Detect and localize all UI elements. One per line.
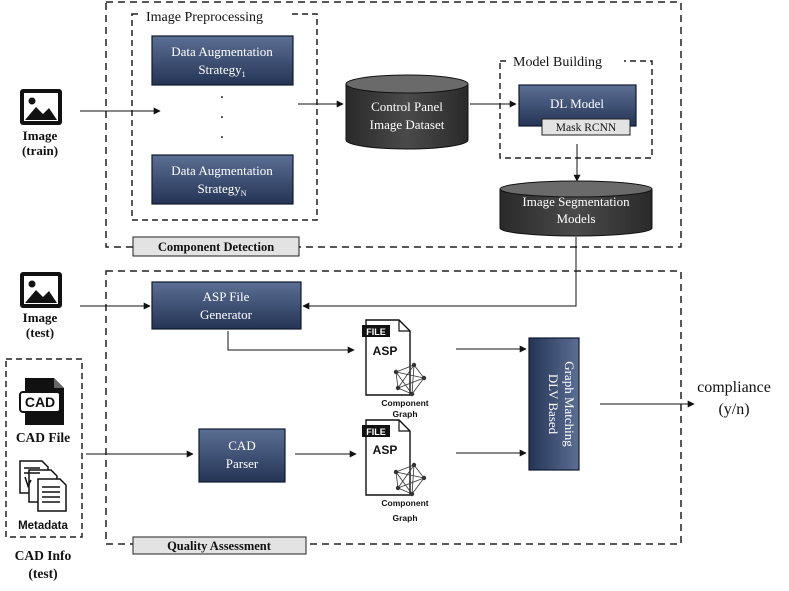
cad-info-title-2: (test) bbox=[28, 566, 57, 581]
strategy-n-line1: Data Augmentation bbox=[171, 163, 273, 178]
image-preprocessing-title: Image Preprocessing bbox=[146, 10, 263, 25]
dl-model-label: DL Model bbox=[550, 96, 604, 111]
cad-file-icon-text: CAD bbox=[25, 394, 55, 410]
asp-generator-line2: Generator bbox=[200, 307, 253, 322]
image-train-label-1: Image bbox=[23, 128, 58, 143]
dots-3: . bbox=[220, 125, 224, 142]
asp-file-top-caption-1: Component bbox=[381, 398, 428, 408]
data-augmentation-strategy-n-box: Data Augmentation StrategyN bbox=[151, 154, 294, 205]
data-augmentation-strategy-1-box: Data Augmentation Strategy1 bbox=[151, 35, 294, 86]
mask-rcnn-label: Mask RCNN bbox=[556, 122, 617, 134]
cad-info-region bbox=[5, 358, 83, 538]
cad-parser-line2: Parser bbox=[226, 456, 259, 471]
image-test-label-2: (test) bbox=[26, 325, 54, 340]
component-graph-icon-top bbox=[393, 362, 427, 397]
cad-info-title-1: CAD Info bbox=[15, 548, 72, 563]
cad-parser-line1: CAD bbox=[228, 438, 255, 453]
component-detection-region bbox=[105, 1, 682, 248]
strategy-n-subscript: N bbox=[241, 189, 247, 198]
image-train-icon bbox=[20, 89, 62, 125]
segmentation-line2: Models bbox=[557, 211, 596, 226]
component-detection-tab bbox=[132, 236, 300, 257]
component-graph-icon-bottom bbox=[393, 462, 427, 497]
dataset-line1: Control Panel bbox=[371, 99, 443, 114]
dots-2: . bbox=[220, 105, 224, 122]
dlv-line1: DLV Based bbox=[546, 374, 561, 435]
mask-rcnn-tag: Mask RCNN bbox=[541, 118, 631, 136]
asp-file-generator-box: ASP File Generator bbox=[151, 281, 302, 330]
image-test-icon bbox=[20, 272, 62, 308]
metadata-label: Metadata bbox=[18, 520, 68, 532]
cad-file-label: CAD File bbox=[16, 430, 70, 445]
dots-1: . bbox=[220, 85, 224, 102]
cad-file-icon: CAD bbox=[19, 378, 64, 425]
metadata-icon bbox=[19, 460, 67, 512]
asp-file-bottom-caption-1: Component bbox=[381, 498, 428, 508]
arrow-asp-generator-to-asp-file bbox=[227, 331, 355, 354]
dataset-line2: Image Dataset bbox=[370, 117, 445, 132]
strategy-1-subscript: 1 bbox=[242, 70, 246, 79]
arrow-segmentation-to-asp-generator bbox=[302, 237, 577, 310]
svg-text:Strategy1: Strategy1 bbox=[198, 62, 245, 79]
asp-generator-line1: ASP File bbox=[203, 289, 250, 304]
asp-file-bottom-name: ASP bbox=[373, 443, 398, 457]
quality-assessment-region bbox=[105, 270, 682, 545]
dlv-line2: Graph Matching bbox=[562, 361, 577, 447]
asp-file-top-caption-2: Graph bbox=[392, 409, 417, 419]
asp-file-icon-bottom: FILE ASP bbox=[362, 419, 411, 496]
model-building-title: Model Building bbox=[513, 55, 602, 70]
compliance-label-2: (y/n) bbox=[718, 401, 749, 418]
segmentation-line1: Image Segmentation bbox=[522, 194, 630, 209]
strategy-1-line1: Data Augmentation bbox=[171, 44, 273, 59]
asp-file-icon-top: FILE ASP bbox=[362, 319, 411, 396]
quality-assessment-label: Quality Assessment bbox=[167, 539, 272, 553]
image-train-label-2: (train) bbox=[22, 143, 58, 158]
compliance-label-1: compliance bbox=[697, 379, 771, 396]
dlv-graph-matching-box: DLV Based Graph Matching bbox=[528, 337, 580, 471]
component-detection-label: Component Detection bbox=[158, 240, 274, 254]
cad-parser-box: CAD Parser bbox=[198, 428, 286, 483]
image-test-label-1: Image bbox=[23, 310, 58, 325]
asp-file-top-name: ASP bbox=[373, 344, 398, 358]
strategy-n-line2: Strategy bbox=[197, 181, 241, 196]
asp-file-bottom-tag: FILE bbox=[366, 427, 386, 437]
segmentation-models-cylinder: Image Segmentation Models bbox=[499, 180, 653, 237]
svg-text:StrategyN: StrategyN bbox=[197, 181, 246, 198]
asp-file-bottom-caption-2: Graph bbox=[392, 513, 417, 523]
quality-assessment-tab bbox=[132, 536, 307, 555]
asp-file-top-tag: FILE bbox=[366, 327, 386, 337]
control-panel-dataset-cylinder: Control Panel Image Dataset bbox=[345, 74, 469, 150]
strategy-1-line2: Strategy bbox=[198, 62, 242, 77]
